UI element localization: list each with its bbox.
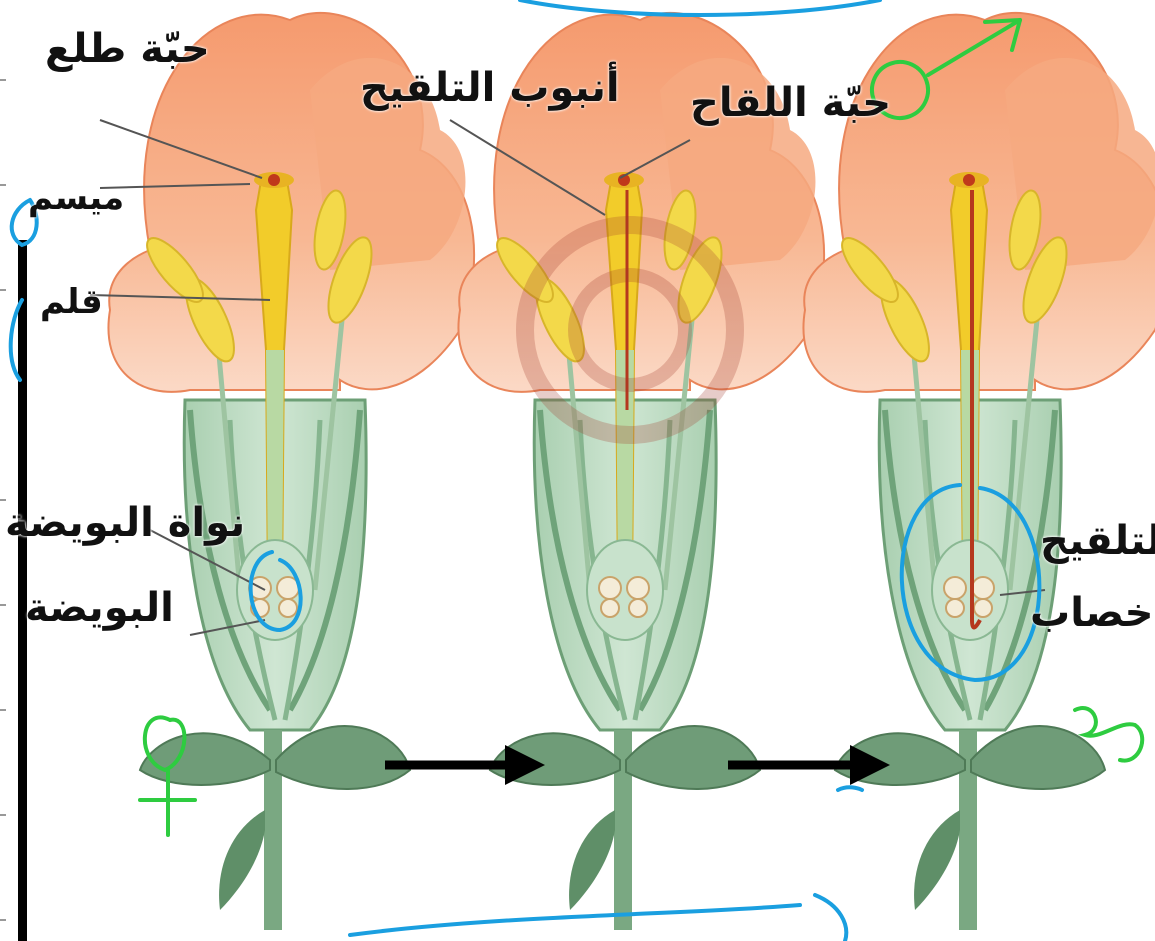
label-ovule: البويضة	[25, 585, 174, 631]
label-fertilization: الإخصاب	[1030, 590, 1155, 636]
flower-pollen-tube	[458, 13, 824, 930]
label-pollen-tube: أنبوب التلقيح	[360, 65, 620, 111]
label-stigma: ميسم	[28, 178, 124, 218]
label-style: قلم	[40, 282, 103, 322]
label-pollen-grain: حبّة طلع	[45, 26, 210, 72]
flower-pollination	[108, 13, 474, 930]
label-zygote: حبّة اللقاح	[690, 80, 891, 126]
label-ovule-nucleus: نواة البويضة	[5, 500, 245, 546]
label-pollination: التلقيح	[1040, 518, 1155, 564]
flower-fertilization	[803, 13, 1155, 930]
